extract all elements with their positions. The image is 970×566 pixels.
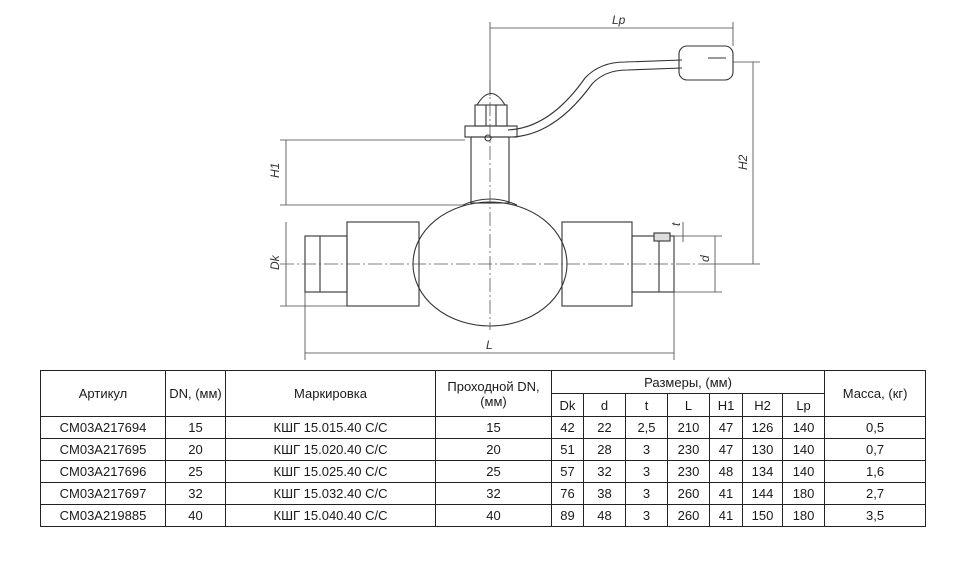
col-header-mass: Масса, (кг) xyxy=(824,370,927,417)
cell-size-dk: 76 xyxy=(551,482,584,505)
dim-d-label: d xyxy=(698,255,712,262)
cell-marking: КШГ 15.020.40 С/С xyxy=(225,438,436,461)
col-header-passage: Проходной DN, (мм) xyxy=(435,370,552,417)
col-header-dn: DN, (мм) xyxy=(165,370,226,417)
col-header-size-t: t xyxy=(625,393,668,417)
cell-passage: 25 xyxy=(435,460,552,483)
cell-passage: 32 xyxy=(435,482,552,505)
col-header-size-d: d xyxy=(583,393,626,417)
cell-size-d: 32 xyxy=(583,460,626,483)
cell-size-l: 210 xyxy=(667,416,710,439)
cell-size-h2: 134 xyxy=(742,460,783,483)
cell-marking: КШГ 15.040.40 С/С xyxy=(225,504,436,527)
cell-size-lp: 180 xyxy=(781,504,826,527)
cell-size-h2: 126 xyxy=(742,416,783,439)
cell-dn: 20 xyxy=(165,438,226,461)
center-lines xyxy=(280,80,700,330)
dim-t-label: t xyxy=(669,222,683,226)
dim-l-label: L xyxy=(486,338,493,352)
cell-size-d: 22 xyxy=(583,416,626,439)
col-header-sizes: Размеры, (мм) xyxy=(550,370,826,394)
ball-valve-drawing: Lp H1 Dk H2 d t L xyxy=(268,13,760,360)
cell-size-t: 3 xyxy=(625,482,668,505)
cell-passage: 40 xyxy=(435,504,552,527)
cell-size-lp: 140 xyxy=(781,460,826,483)
cell-size-h1: 48 xyxy=(709,460,743,483)
dim-dk-label: Dk xyxy=(268,254,282,270)
cell-dn: 40 xyxy=(165,504,226,527)
cell-article: CM03A217695 xyxy=(40,438,166,461)
cell-size-lp: 140 xyxy=(781,438,826,461)
cell-size-h2: 144 xyxy=(742,482,783,505)
cell-passage: 20 xyxy=(435,438,552,461)
dim-lp-label: Lp xyxy=(612,13,626,27)
dim-h2-label: H2 xyxy=(736,154,750,170)
cell-article: CM03A217694 xyxy=(40,416,166,439)
col-header-size-l: L xyxy=(667,393,710,417)
cell-size-d: 38 xyxy=(583,482,626,505)
spec-table: Артикул DN, (мм) Маркировка Проходной DN… xyxy=(40,370,927,527)
cell-size-d: 28 xyxy=(583,438,626,461)
dimension-lines xyxy=(280,22,760,360)
cell-mass: 2,7 xyxy=(824,482,927,505)
cell-size-l: 230 xyxy=(667,438,710,461)
cell-mass: 3,5 xyxy=(824,504,927,527)
cell-article: CM03A217697 xyxy=(40,482,166,505)
cell-mass: 0,5 xyxy=(824,416,927,439)
cell-size-dk: 42 xyxy=(551,416,584,439)
cell-size-dk: 89 xyxy=(551,504,584,527)
col-header-marking: Маркировка xyxy=(225,370,436,417)
cell-size-dk: 51 xyxy=(551,438,584,461)
cell-marking: КШГ 15.032.40 С/С xyxy=(225,482,436,505)
cell-size-l: 260 xyxy=(667,504,710,527)
cell-size-dk: 57 xyxy=(551,460,584,483)
cell-size-t: 3 xyxy=(625,438,668,461)
cell-size-h1: 47 xyxy=(709,416,743,439)
cell-passage: 15 xyxy=(435,416,552,439)
cell-dn: 15 xyxy=(165,416,226,439)
cell-size-t: 2,5 xyxy=(625,416,668,439)
cell-dn: 32 xyxy=(165,482,226,505)
cell-size-h1: 47 xyxy=(709,438,743,461)
col-header-size-h2: H2 xyxy=(742,393,783,417)
cell-size-h2: 130 xyxy=(742,438,783,461)
col-header-size-dk: Dk xyxy=(551,393,584,417)
cell-size-l: 260 xyxy=(667,482,710,505)
cell-size-h1: 41 xyxy=(709,482,743,505)
cell-marking: КШГ 15.015.40 С/С xyxy=(225,416,436,439)
cell-size-t: 3 xyxy=(625,504,668,527)
col-header-size-lp: Lp xyxy=(781,393,826,417)
cell-size-d: 48 xyxy=(583,504,626,527)
cell-size-h1: 41 xyxy=(709,504,743,527)
cell-size-lp: 140 xyxy=(781,416,826,439)
cell-marking: КШГ 15.025.40 С/С xyxy=(225,460,436,483)
col-header-size-h1: H1 xyxy=(709,393,743,417)
cell-article: CM03A219885 xyxy=(40,504,166,527)
dim-h1-label: H1 xyxy=(268,163,282,178)
cell-mass: 1,6 xyxy=(824,460,927,483)
cell-article: CM03A217696 xyxy=(40,460,166,483)
cell-size-t: 3 xyxy=(625,460,668,483)
valve-outline xyxy=(304,45,734,327)
cell-size-lp: 180 xyxy=(781,482,826,505)
cell-size-l: 230 xyxy=(667,460,710,483)
col-header-article: Артикул xyxy=(40,370,166,417)
cell-mass: 0,7 xyxy=(824,438,927,461)
cell-size-h2: 150 xyxy=(742,504,783,527)
cell-dn: 25 xyxy=(165,460,226,483)
